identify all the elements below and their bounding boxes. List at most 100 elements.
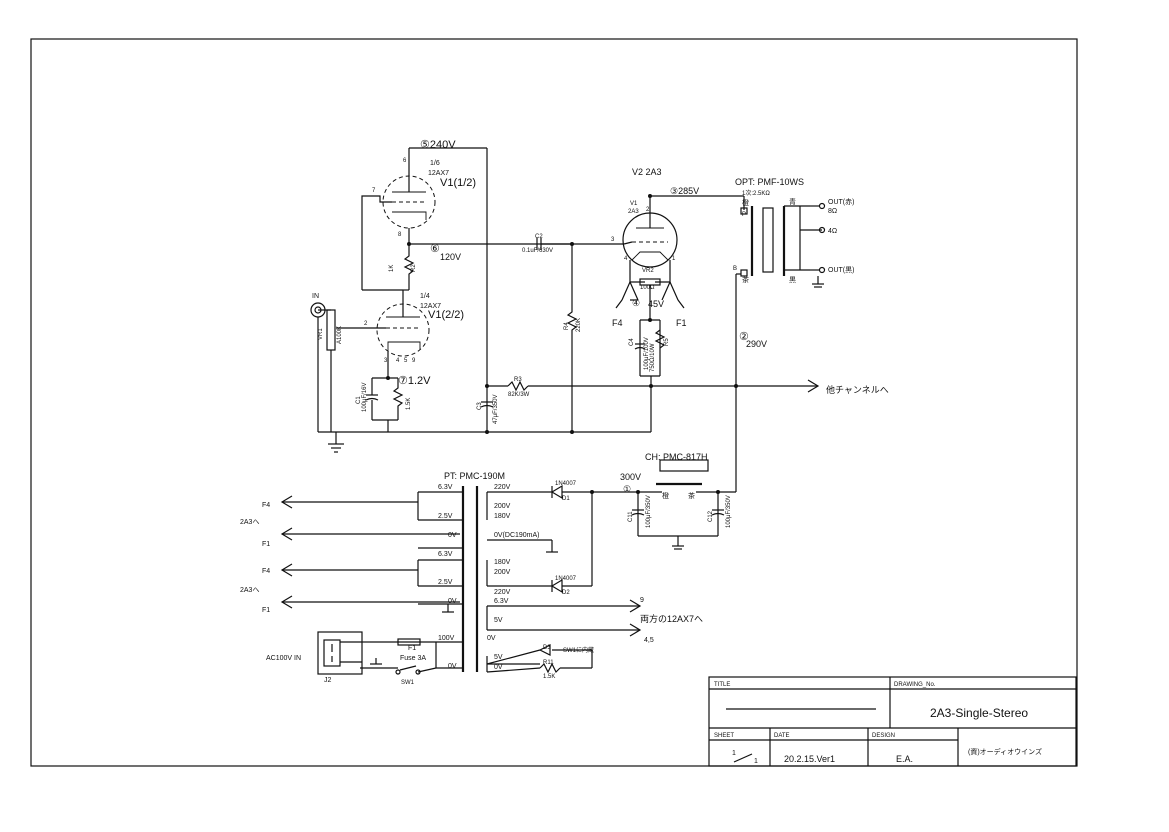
svg-text:①: ① (623, 484, 631, 494)
svg-text:5V: 5V (494, 617, 503, 624)
svg-text:8Ω: 8Ω (828, 208, 837, 215)
svg-text:他チャンネルへ: 他チャンネルへ (826, 384, 889, 395)
svg-text:2A3: 2A3 (628, 209, 639, 215)
svg-text:Fuse 3A: Fuse 3A (400, 655, 426, 662)
svg-text:J2: J2 (324, 677, 332, 684)
voltage-7: ⑦1.2V (398, 375, 431, 387)
svg-text:100μF/100V: 100μF/100V (644, 337, 650, 370)
led-d3 (538, 644, 551, 656)
svg-text:両方の12AX7へ: 両方の12AX7へ (640, 613, 703, 624)
arrow-pin45 (629, 623, 642, 637)
svg-text:⑥: ⑥ (430, 243, 440, 255)
svg-text:100μF/350V: 100μF/350V (646, 495, 652, 528)
svg-text:1/6: 1/6 (430, 160, 440, 167)
power-tube-stage (615, 194, 744, 432)
drawing-number: 2A3-Single-Stereo (930, 706, 1028, 720)
coupling-stage (480, 238, 736, 434)
svg-text:2A3へ: 2A3へ (240, 587, 259, 594)
svg-text:R11: R11 (543, 660, 554, 666)
svg-text:220K: 220K (576, 318, 582, 332)
svg-text:IN: IN (312, 293, 319, 300)
svg-text:OUT(黒): OUT(黒) (828, 266, 854, 274)
svg-text:3: 3 (611, 237, 615, 243)
svg-text:F1: F1 (676, 318, 687, 328)
svg-text:2: 2 (646, 207, 650, 213)
title-label: TITLE (714, 682, 730, 688)
svg-text:0V(DC190mA): 0V(DC190mA) (494, 532, 540, 539)
svg-text:F4: F4 (262, 502, 270, 509)
svg-text:VR1: VR1 (318, 328, 324, 340)
svg-text:C2: C2 (535, 234, 543, 240)
svg-text:9: 9 (412, 358, 416, 364)
choke-stage (592, 459, 736, 550)
svg-text:5V: 5V (494, 654, 503, 661)
sheet-number: 1 (732, 750, 736, 757)
svg-text:F4: F4 (262, 568, 270, 575)
svg-text:1N4007: 1N4007 (555, 576, 577, 582)
choke-title: CH: PMC-817H (645, 452, 708, 462)
design-label: DESIGN (872, 733, 895, 739)
arrow-to-other-channel (807, 379, 820, 393)
arrow-f4b (280, 563, 293, 577)
svg-text:R4: R4 (564, 322, 570, 330)
svg-text:0V: 0V (487, 635, 496, 642)
output-transformer (734, 196, 826, 492)
svg-text:AC100V IN: AC100V IN (266, 655, 301, 662)
svg-text:0V: 0V (448, 598, 457, 605)
volume-pot-vr1 (326, 309, 336, 351)
resistor-r3 (507, 380, 529, 392)
svg-text:0.1uF/630V: 0.1uF/630V (522, 248, 553, 254)
svg-text:180V: 180V (494, 559, 511, 566)
arrow-f1a (280, 527, 293, 541)
voltage-1: 300V (620, 472, 641, 482)
svg-text:12AX7: 12AX7 (428, 170, 449, 177)
svg-text:青: 青 (789, 197, 796, 206)
svg-text:②: ② (739, 331, 749, 343)
company-name: (資)オーディオウインズ (968, 747, 1042, 756)
voltage-6: 120V (440, 252, 461, 262)
tube-v1a-cathode (392, 211, 427, 220)
power-switch-sw1 (399, 665, 417, 671)
svg-text:180V: 180V (494, 513, 511, 520)
svg-text:0V: 0V (448, 663, 457, 670)
svg-text:B: B (733, 266, 737, 272)
svg-text:12AX7: 12AX7 (420, 303, 441, 310)
svg-text:4: 4 (624, 256, 628, 262)
svg-text:220V: 220V (494, 589, 511, 596)
svg-text:1K: 1K (389, 265, 395, 272)
voltage-2: 290V (746, 339, 767, 349)
svg-text:C1: C1 (356, 396, 362, 404)
svg-text:2: 2 (364, 321, 368, 327)
pt-title: PT: PMC-190M (444, 471, 505, 481)
svg-text:1.5K: 1.5K (406, 398, 412, 410)
svg-text:6.3V: 6.3V (438, 551, 453, 558)
svg-text:0V: 0V (448, 532, 457, 539)
svg-text:5: 5 (404, 358, 408, 364)
svg-text:D3: D3 (543, 645, 551, 651)
svg-text:C3: C3 (477, 402, 483, 410)
svg-text:100Ω: 100Ω (640, 285, 655, 291)
svg-text:A100K: A100K (337, 326, 343, 344)
svg-text:1N4007: 1N4007 (555, 481, 577, 487)
voltage-4: 45V (648, 299, 664, 309)
resistor-r1 (392, 378, 404, 420)
svg-text:4,5: 4,5 (644, 637, 654, 644)
svg-text:200V: 200V (494, 503, 511, 510)
svg-text:100V: 100V (438, 635, 455, 642)
svg-text:100μF/16V: 100μF/16V (362, 383, 368, 412)
svg-text:2A3へ: 2A3へ (240, 519, 259, 526)
svg-text:2.5V: 2.5V (438, 513, 453, 520)
date-label: DATE (774, 733, 790, 739)
svg-text:D2: D2 (562, 590, 570, 596)
svg-text:R3: R3 (514, 377, 522, 383)
svg-text:4: 4 (396, 358, 400, 364)
svg-text:9: 9 (640, 597, 644, 604)
svg-text:200V: 200V (494, 569, 511, 576)
svg-text:F4: F4 (612, 318, 623, 328)
arrow-f4a (280, 495, 293, 509)
fuse-f1 (397, 638, 421, 646)
svg-text:1: 1 (672, 256, 676, 262)
svg-text:100μF/350V: 100μF/350V (726, 495, 732, 528)
ac-inlet-j2 (317, 631, 363, 675)
